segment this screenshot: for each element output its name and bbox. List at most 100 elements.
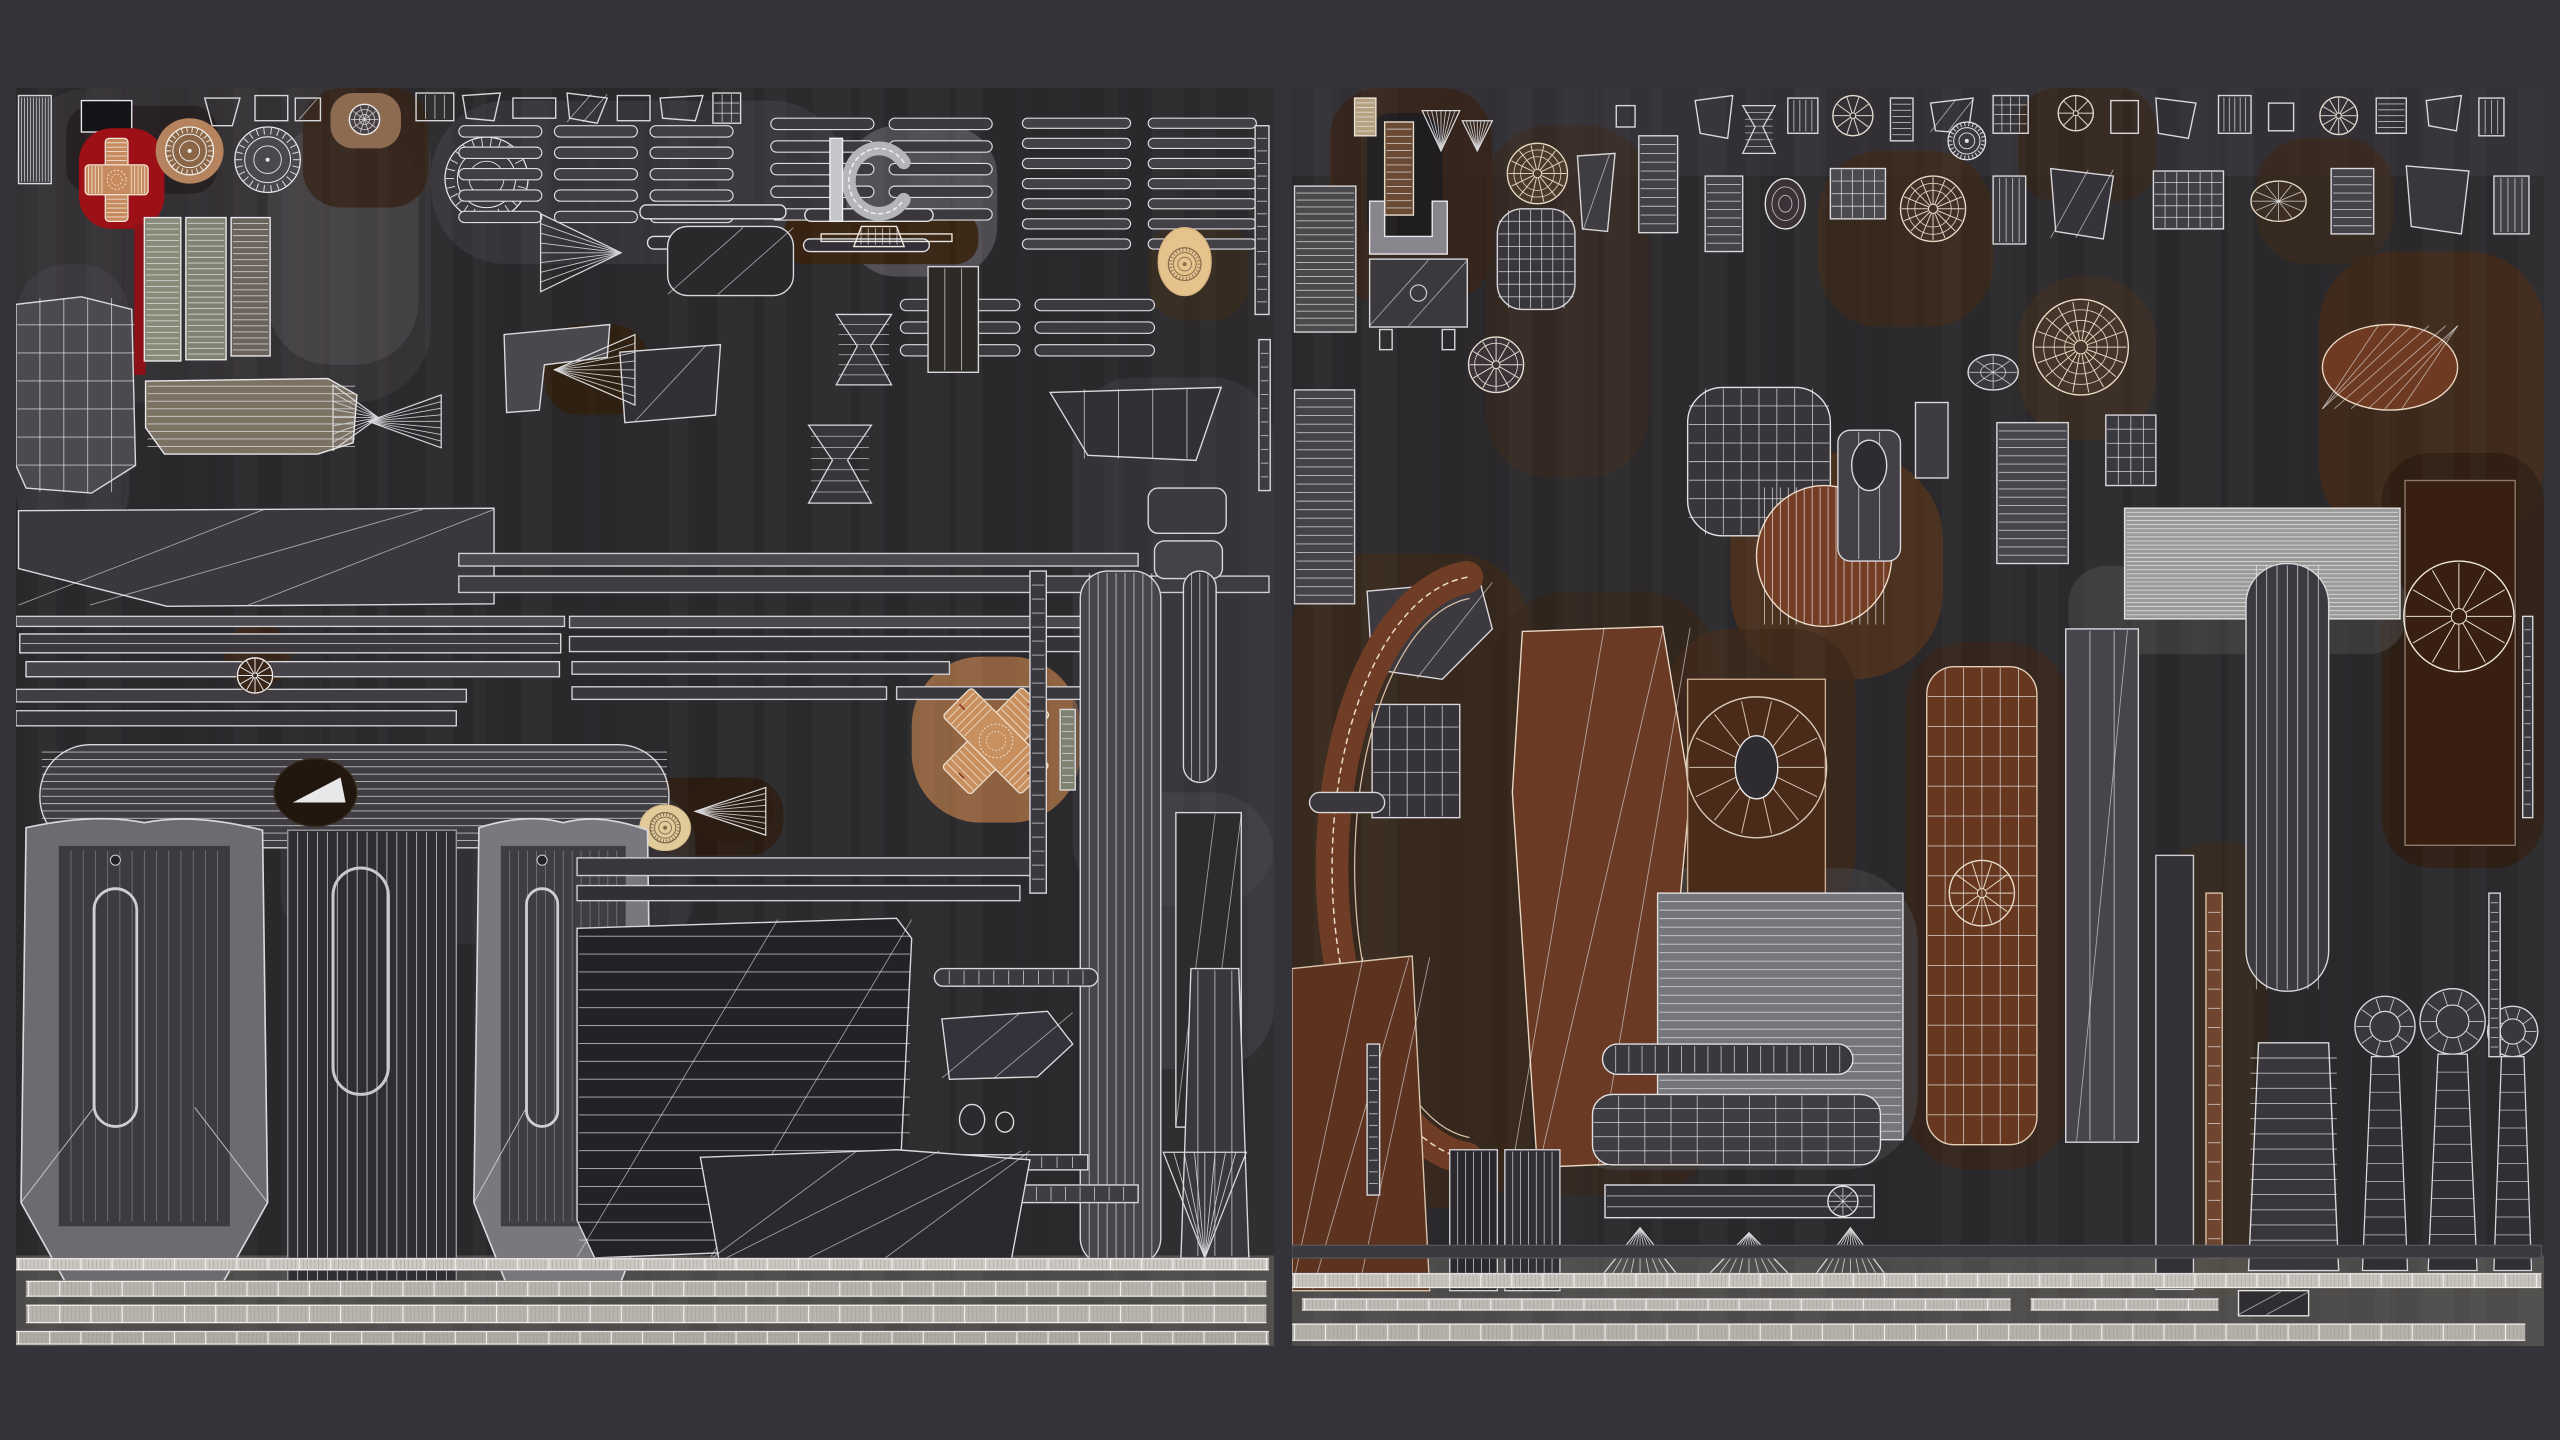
- uv-island: [1162, 1151, 1248, 1260]
- uv-island: [1292, 955, 1431, 1292]
- uv-island: [1079, 570, 1162, 1267]
- uv-atlas-canvas-right: [1292, 88, 2544, 1346]
- uv-island: [2403, 560, 2515, 673]
- uv-island: [84, 137, 149, 222]
- uv-island: [2105, 414, 2157, 487]
- uv-island: [287, 829, 457, 1284]
- uv-island: [16, 1257, 1270, 1271]
- uv-island: [1889, 97, 1914, 142]
- uv-island: [16, 688, 468, 703]
- uv-island: [2493, 175, 2530, 235]
- uv-island: [852, 225, 906, 248]
- uv-island: [1576, 152, 1616, 233]
- uv-island: [1048, 386, 1223, 462]
- uv-island: [1992, 175, 2027, 245]
- uv-island: [1293, 389, 1356, 605]
- uv-island: [1292, 1272, 2542, 1289]
- uv-island: [25, 1280, 1267, 1298]
- uv-island: [1167, 247, 1202, 282]
- uv-atlas-sheet-left: [16, 88, 1274, 1346]
- uv-island: [1254, 125, 1270, 316]
- uv-island: [2425, 94, 2463, 132]
- uv-island: [1850, 439, 1888, 492]
- uv-island: [17, 94, 52, 185]
- uv-island: [2032, 298, 2130, 396]
- uv-island: [1180, 967, 1250, 1259]
- uv-island: [2478, 97, 2505, 137]
- uv-island: [294, 97, 322, 122]
- uv-island: [2375, 97, 2407, 134]
- uv-island: [254, 94, 289, 122]
- uv-island: [236, 657, 274, 694]
- uv-island: [2522, 615, 2534, 819]
- uv-island: [461, 92, 502, 122]
- uv-island: [1992, 94, 2029, 134]
- uv-island: [1021, 117, 1257, 250]
- uv-island: [165, 126, 215, 176]
- uv-island: [1832, 94, 1874, 137]
- uv-island: [1368, 200, 1448, 255]
- uv-island: [1292, 1244, 2543, 1259]
- uv-island: [2330, 167, 2375, 235]
- uv-island: [1899, 175, 1967, 243]
- uv-island: [458, 575, 1119, 594]
- uv-island: [1506, 142, 1569, 205]
- uv-island: [995, 1111, 1015, 1133]
- uv-island: [1153, 540, 1224, 580]
- uv-island: [234, 126, 301, 194]
- uv-island: [552, 333, 636, 406]
- uv-island: [2319, 96, 2359, 136]
- uv-island: [1601, 1043, 1854, 1075]
- uv-island: [236, 656, 274, 695]
- uv-island: [619, 343, 722, 424]
- uv-island: [1301, 1297, 2011, 1312]
- uv-island: [2245, 562, 2330, 992]
- uv-island: [1353, 97, 1377, 137]
- uv-island: [576, 857, 1031, 877]
- uv-island: [16, 296, 137, 494]
- uv-island: [2057, 94, 2094, 132]
- uv-island: [458, 552, 1139, 567]
- texture-patch: [431, 100, 847, 265]
- uv-island: [568, 615, 1139, 629]
- uv-island: [1741, 104, 1777, 155]
- uv-island: [2419, 988, 2486, 1272]
- uv-island: [848, 147, 905, 215]
- uv-island: [1734, 735, 1779, 800]
- uv-island: [1292, 1323, 2526, 1342]
- uv-island: [835, 313, 893, 386]
- uv-island: [1378, 328, 1393, 351]
- uv-island: [1308, 791, 1386, 814]
- uv-island: [16, 615, 566, 628]
- uv-island: [1947, 121, 1987, 161]
- uv-island: [942, 687, 1050, 795]
- uv-island: [693, 786, 767, 837]
- uv-island: [2250, 180, 2307, 223]
- uv-island: [19, 633, 562, 654]
- uv-island: [16, 1330, 1270, 1346]
- uv-island: [1059, 708, 1076, 791]
- uv-island: [1638, 135, 1679, 234]
- uv-island: [331, 866, 390, 1096]
- uv-island: [1441, 328, 1456, 351]
- uv-island: [2354, 995, 2416, 1272]
- uv-island: [2488, 892, 2501, 1058]
- uv-island: [1182, 570, 1217, 784]
- uv-island: [649, 811, 681, 844]
- uv-island: [807, 424, 873, 504]
- uv-island: [1948, 859, 2016, 927]
- uv-island: [512, 97, 557, 119]
- uv-island: [16, 710, 457, 727]
- uv-island: [1368, 258, 1468, 328]
- uv-island: [25, 660, 561, 678]
- uv-island: [348, 103, 381, 136]
- uv-island: [292, 777, 346, 803]
- uv-island: [1996, 421, 2069, 565]
- uv-island: [1366, 1043, 1381, 1196]
- uv-island: [1496, 208, 1576, 311]
- uv-atlas-sheet-right: [1292, 88, 2544, 1346]
- uv-island: [2267, 102, 2295, 132]
- uv-island: [1293, 185, 1357, 333]
- uv-island: [539, 212, 623, 293]
